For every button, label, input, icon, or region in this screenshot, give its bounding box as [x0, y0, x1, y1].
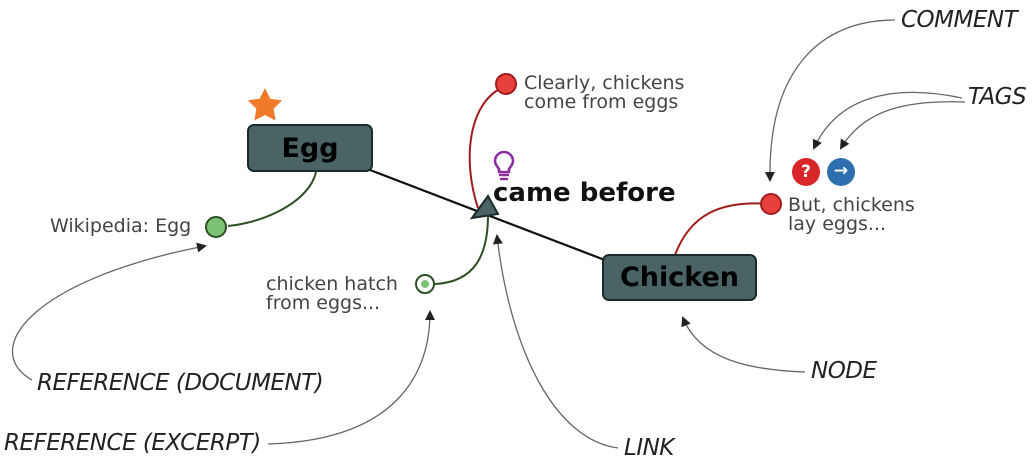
reference-excerpt-text-line2: from eggs... — [266, 292, 381, 314]
reference-excerpt-dot[interactable] — [415, 274, 435, 294]
callout-node-curve — [681, 316, 806, 373]
link-arrow-icon[interactable] — [469, 194, 500, 220]
node-chicken[interactable]: Chicken — [602, 254, 757, 301]
tag-question-glyph: ? — [801, 162, 811, 182]
callout-link: LINK — [624, 435, 674, 461]
comment-clearly-line — [468, 85, 507, 209]
callout-tags-curve-1 — [812, 91, 963, 150]
comment-clearly-text-line1: Clearly, chickens — [524, 72, 685, 94]
callout-node: NODE — [811, 358, 877, 384]
reference-document-text: Wikipedia: Egg — [50, 215, 192, 237]
callout-comment: COMMENT — [901, 7, 1018, 33]
comment-but-line — [674, 202, 771, 256]
reference-excerpt-text-line1: chicken hatch — [266, 273, 398, 295]
callout-reference-excerpt: REFERENCE (EXCERPT) — [4, 430, 261, 456]
reference-excerpt-dot-inner — [421, 280, 429, 288]
callout-link-curve — [492, 234, 619, 449]
comment-clearly-dot[interactable] — [495, 73, 517, 95]
link-label[interactable]: came before — [493, 178, 676, 208]
callout-comment-curve — [764, 19, 896, 182]
tag-arrow-right-icon[interactable]: → — [827, 158, 855, 186]
callout-reference-document-curve — [11, 242, 207, 381]
star-icon — [247, 88, 283, 121]
reference-document-line — [227, 171, 317, 227]
comment-but-text-line1: But, chickens — [788, 194, 915, 216]
reference-excerpt-line — [434, 214, 489, 285]
node-egg[interactable]: Egg — [247, 124, 373, 172]
callout-reference-document: REFERENCE (DOCUMENT) — [37, 370, 324, 396]
reference-document-dot[interactable] — [205, 216, 227, 238]
tag-question-icon[interactable]: ? — [792, 158, 820, 186]
tag-arrow-right-glyph: → — [833, 161, 849, 181]
callout-tags: TAGS — [968, 84, 1027, 110]
comment-but-text-line2: lay eggs... — [788, 213, 887, 235]
comment-clearly-text-line2: come from eggs — [524, 91, 679, 113]
comment-but-dot[interactable] — [760, 193, 782, 215]
lightbulb-icon — [493, 150, 515, 181]
callout-reference-excerpt-curve — [267, 310, 435, 445]
callout-tags-curve-2 — [839, 101, 966, 150]
